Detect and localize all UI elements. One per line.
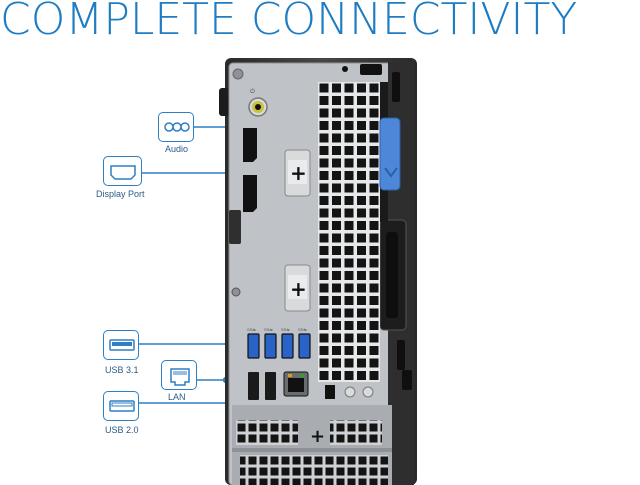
svg-text:+: + [310,426,325,447]
usb20-label: USB 2.0 [105,425,139,435]
svg-text:⏻: ⏻ [250,88,255,95]
svg-text:+: + [290,161,307,185]
lan-icon [161,360,197,390]
display-port-icon [103,156,142,186]
svg-text:SS⇆: SS⇆ [264,327,273,332]
audio-icon [158,112,194,142]
display-port-label: Display Port [96,189,145,199]
usb31-icon [103,330,139,360]
audio-label: Audio [165,144,189,154]
svg-text:SS⇆: SS⇆ [247,327,256,332]
svg-text:+: + [290,277,307,301]
usb20-icon [103,391,139,421]
svg-text:SS⇆: SS⇆ [298,327,307,332]
svg-text:SS⇆: SS⇆ [281,327,290,332]
page-title: COMPLETE CONNECTIVITY [0,0,578,45]
usb31-label: USB 3.1 [105,365,139,375]
lan-label: LAN [168,392,186,402]
